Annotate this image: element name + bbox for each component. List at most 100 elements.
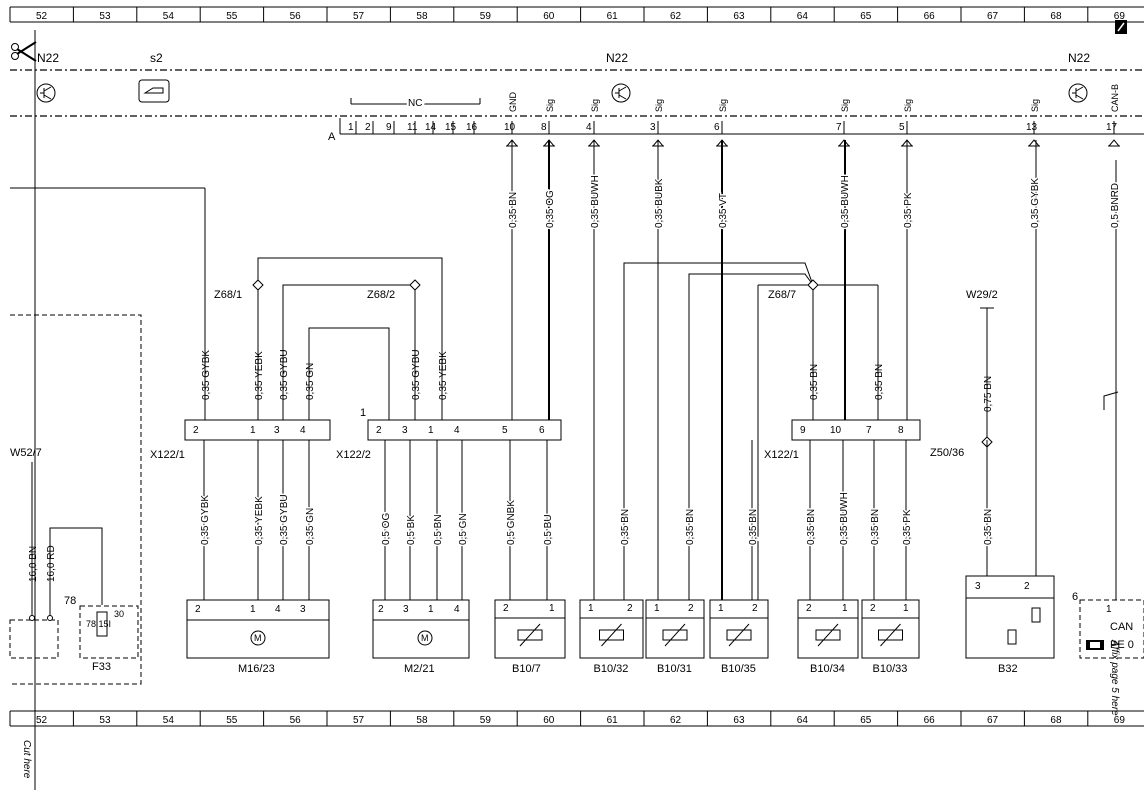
n22-label-mid: N22	[606, 51, 628, 65]
wire-label: 0,35 GYBK	[200, 495, 211, 545]
ruler-number: 61	[607, 715, 619, 726]
nc-bracket: NC	[350, 96, 481, 111]
wire-label: 0,35 BN	[685, 509, 696, 545]
wire-label: 0,35 GYBU	[279, 494, 290, 545]
svg-text:3: 3	[402, 425, 408, 436]
n22-label-right: N22	[1068, 51, 1090, 65]
svg-text:1: 1	[360, 407, 366, 419]
ruler-number: 61	[607, 11, 619, 22]
ruler-number: 66	[924, 11, 936, 22]
ruler-number: 69	[1114, 11, 1126, 22]
wire-label: 0,35 VT	[718, 193, 729, 228]
wire-label: 0,35 OG	[545, 190, 556, 228]
svg-text:1: 1	[1106, 604, 1112, 615]
svg-text:M: M	[254, 633, 262, 643]
svg-text:X122/2: X122/2	[336, 449, 371, 461]
svg-text:2: 2	[870, 603, 876, 614]
svg-text:0,35 YEBK: 0,35 YEBK	[438, 351, 449, 400]
svg-text:0,35 BN: 0,35 BN	[874, 364, 885, 400]
svg-text:16,0 BN: 16,0 BN	[28, 546, 39, 582]
z68-1-label: Z68/1	[214, 289, 242, 301]
wire-label: 0,35 BUWH	[840, 175, 851, 228]
svg-text:1: 1	[250, 425, 256, 436]
pin-number: 15	[445, 122, 457, 133]
ruler-number: 52	[36, 11, 48, 22]
pin-arrow	[1027, 139, 1041, 147]
wire-label: 0,35 PK	[902, 509, 913, 545]
svg-text:2: 2	[193, 425, 199, 436]
svg-text:78: 78	[64, 595, 76, 607]
wire-label: 0,35 BN	[983, 509, 994, 545]
wire-label: 0,5 GNBK	[506, 500, 517, 545]
module-wires	[10, 140, 1119, 600]
ruler-number: 56	[290, 11, 302, 22]
svg-text:2: 2	[195, 604, 201, 615]
ruler-number: 62	[670, 11, 682, 22]
pin-number: 6	[714, 122, 720, 133]
svg-text:0,35 GN: 0,35 GN	[305, 363, 316, 400]
svg-text:7: 7	[866, 425, 872, 436]
svg-text:3: 3	[274, 425, 280, 436]
svg-text:1: 1	[903, 603, 909, 614]
svg-text:1: 1	[428, 425, 434, 436]
ruler-number: 66	[924, 715, 936, 726]
svg-text:1: 1	[654, 603, 660, 614]
z50-36-label: Z50/36	[930, 447, 964, 459]
svg-text:3: 3	[403, 604, 409, 615]
svg-text:30: 30	[114, 609, 124, 619]
svg-text:2: 2	[688, 603, 694, 614]
svg-text:9: 9	[800, 425, 806, 436]
ruler-number: 59	[480, 715, 492, 726]
svg-text:B10/32: B10/32	[594, 663, 629, 675]
ruler-number: 65	[860, 715, 872, 726]
pin-number: 14	[425, 122, 437, 133]
signal-label: Sig	[545, 99, 555, 112]
affix-page-label: Affix page 5 here	[1109, 639, 1120, 716]
z68-2-label: Z68/2	[367, 289, 395, 301]
ruler-number: 67	[987, 11, 999, 22]
svg-text:2: 2	[806, 603, 812, 614]
svg-text:2: 2	[627, 603, 633, 614]
pin-number: 7	[836, 122, 842, 133]
ruler-number: 58	[416, 11, 428, 22]
w52-7-label: W52/7	[10, 447, 42, 459]
fuse-f33: 78 15I 30 F33	[79, 605, 139, 673]
connector-x122-1b: X122/1 9 10 7 8	[764, 419, 921, 461]
wire-label: 0,35 BN	[748, 509, 759, 545]
ruler-number: 63	[733, 11, 745, 22]
transistor-icon	[36, 83, 56, 103]
signal-label: Sig	[903, 99, 913, 112]
ruler-number: 69	[1114, 715, 1126, 726]
pin-number: 10	[504, 122, 516, 133]
n22-label-left: N22	[37, 51, 59, 65]
wire-label: 0,35 GN	[305, 508, 316, 545]
svg-text:B10/7: B10/7	[512, 663, 541, 675]
pin-number: 4	[586, 122, 592, 133]
wire-label: 0,5 BNRD	[1110, 183, 1121, 228]
ruler-number: 55	[226, 11, 238, 22]
wire-label: 0,35 BN	[620, 509, 631, 545]
transistor-icon	[611, 83, 631, 103]
connector-x122-1a: X122/1 2 1 3 4	[150, 419, 331, 461]
signal-label: Sig	[840, 99, 850, 112]
edit-icon[interactable]	[1115, 20, 1127, 34]
ruler-number: 64	[797, 11, 809, 22]
svg-text:2: 2	[378, 604, 384, 615]
svg-text:1: 1	[588, 603, 594, 614]
ruler-number: 56	[290, 715, 302, 726]
svg-text:F33: F33	[92, 661, 111, 673]
svg-text:1: 1	[250, 604, 256, 615]
wire-label: 0,35 BUBK	[654, 178, 665, 228]
ruler-number: 59	[480, 11, 492, 22]
pin-number: 8	[541, 122, 547, 133]
svg-text:0,35 BN: 0,35 BN	[809, 364, 820, 400]
signal-label: Sig	[718, 99, 728, 112]
svg-text:3: 3	[975, 581, 981, 592]
transistor-icon	[1068, 83, 1088, 103]
